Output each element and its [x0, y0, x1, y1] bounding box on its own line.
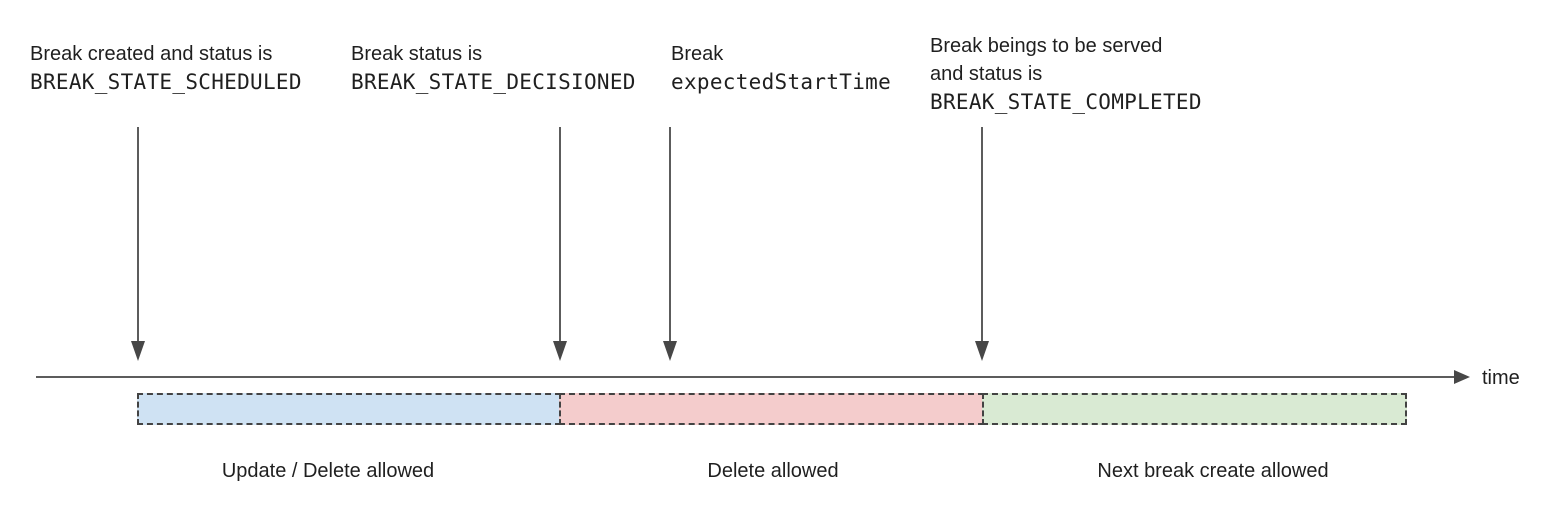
arrowhead-down-icon	[663, 341, 677, 361]
arrow-line	[981, 127, 983, 342]
annotation-text-line: and status is	[930, 63, 1043, 85]
annotation-break-scheduled: Break created and status is BREAK_STATE_…	[30, 40, 302, 96]
annotation-text-line: Break status is	[351, 43, 483, 65]
annotation-state-code: BREAK_STATE_DECISIONED	[351, 70, 636, 94]
timeline-line	[36, 376, 1456, 378]
annotation-text-line: Break beings to be served	[930, 35, 1163, 57]
arrow-line	[137, 127, 139, 342]
arrow-line	[559, 127, 561, 342]
annotation-text-line: Break created and status is	[30, 43, 273, 65]
arrowhead-right-icon	[1454, 370, 1470, 384]
annotation-state-code: BREAK_STATE_COMPLETED	[930, 90, 1202, 114]
segment-label-delete: Delete allowed	[707, 460, 839, 482]
arrow-line	[669, 127, 671, 342]
segment-update-delete-allowed	[137, 393, 561, 425]
arrowhead-down-icon	[131, 341, 145, 361]
annotation-state-code: BREAK_STATE_SCHEDULED	[30, 70, 302, 94]
annotation-expected-start-time: Break expectedStartTime	[671, 40, 891, 96]
timeline-axis-label: time	[1482, 367, 1520, 389]
annotation-field-code: expectedStartTime	[671, 70, 892, 94]
segment-delete-allowed	[559, 393, 984, 425]
segment-next-break-create-allowed	[982, 393, 1407, 425]
annotation-break-completed: Break beings to be served and status is …	[930, 32, 1202, 116]
segment-label-next-break-create: Next break create allowed	[1097, 460, 1329, 482]
annotation-text-line: Break	[671, 43, 724, 65]
arrowhead-down-icon	[553, 341, 567, 361]
annotation-break-decisioned: Break status is BREAK_STATE_DECISIONED	[351, 40, 636, 96]
segment-label-update-delete: Update / Delete allowed	[221, 460, 435, 482]
arrowhead-down-icon	[975, 341, 989, 361]
